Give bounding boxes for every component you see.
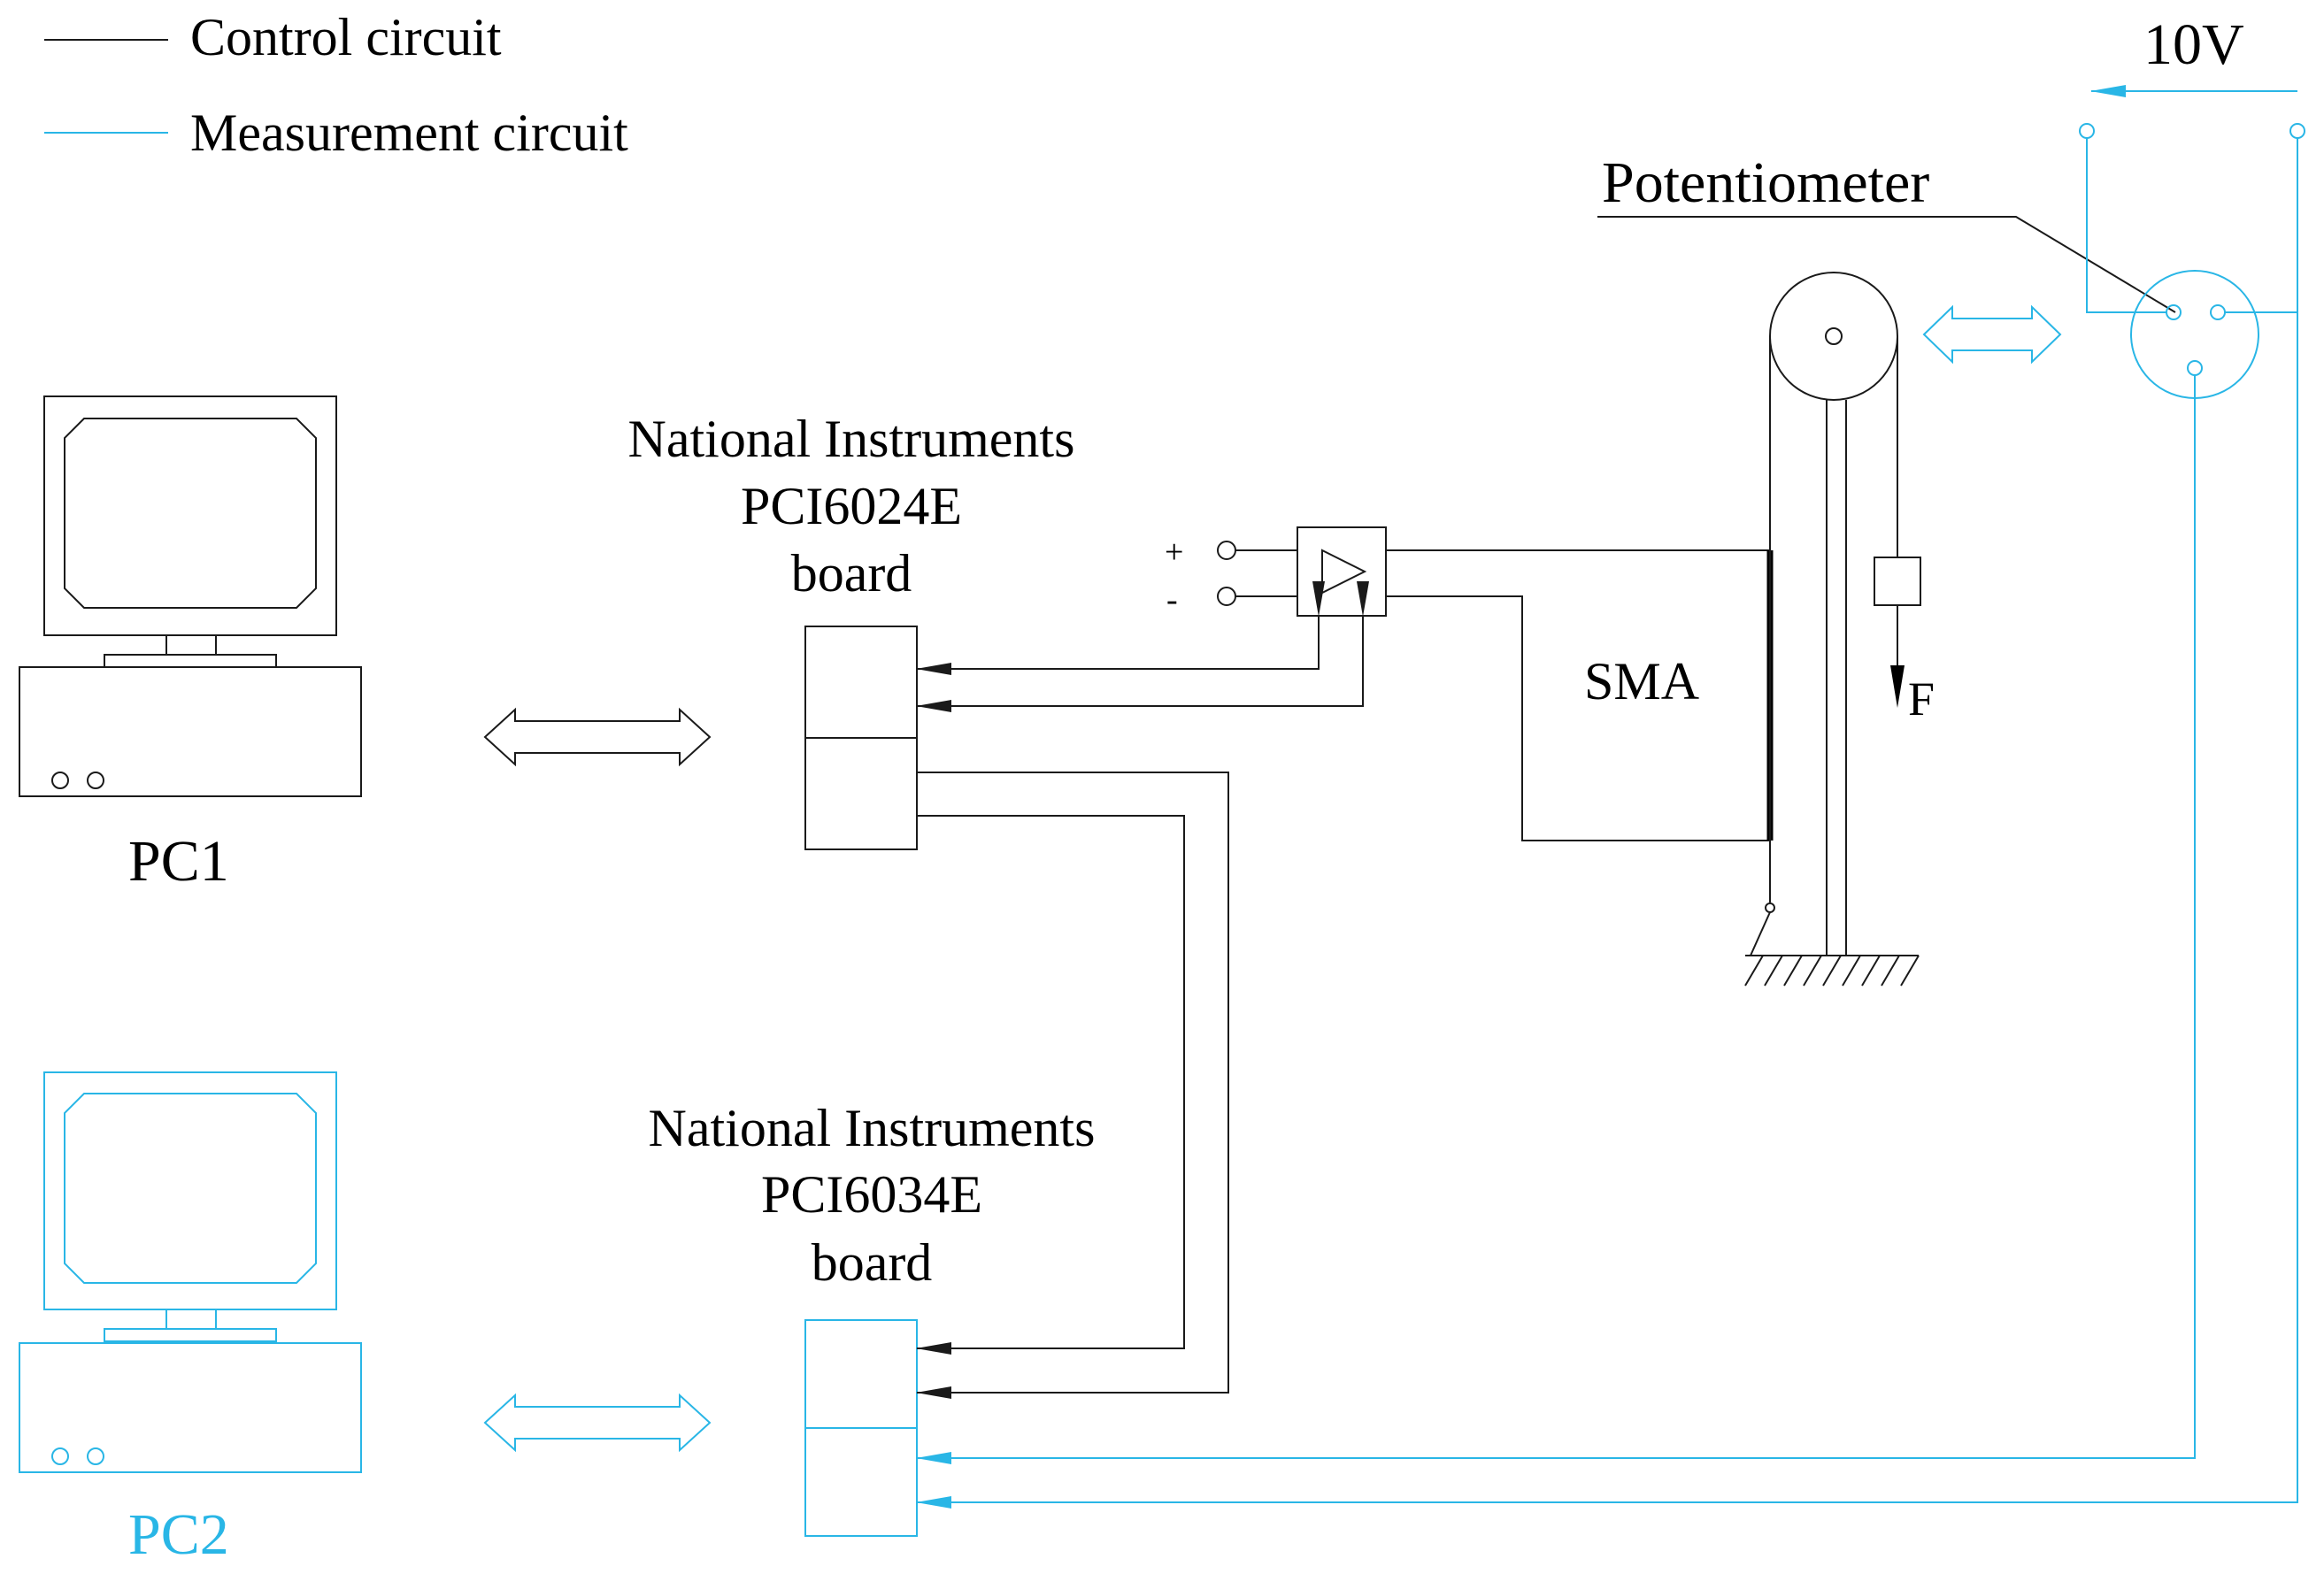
sma-label: SMA <box>1584 652 1699 710</box>
pulley-pot-double-arrow-icon <box>1922 304 2062 365</box>
board1-title-line3: board <box>791 544 912 603</box>
pc2-button-icon <box>51 1447 69 1465</box>
pc1-neck <box>165 634 217 656</box>
force-arrow-icon <box>1890 665 1905 708</box>
board2-box <box>804 1319 918 1537</box>
board2-title-line1: National Instruments <box>649 1099 1096 1157</box>
pc1-monitor <box>43 395 337 636</box>
amplifier-triangle-icon <box>1321 549 1367 595</box>
weight-icon <box>1874 557 1921 606</box>
ground-hatch-icon <box>1744 955 1920 987</box>
input-plus-label: + <box>1165 534 1183 571</box>
legend-control-label: Control circuit <box>190 8 502 66</box>
legend: Control circuit Measurement circuit <box>44 8 628 162</box>
pulley-icon <box>1769 272 1898 401</box>
voltage-label: 10V <box>2143 12 2244 77</box>
pulley-axle-icon <box>1825 327 1843 345</box>
pc1-button-icon <box>87 772 104 789</box>
control-wires-board1-amp <box>916 581 1369 712</box>
legend-measurement-label: Measurement circuit <box>190 104 628 162</box>
input-terminals <box>1217 541 1297 606</box>
pc2-computer <box>19 1071 362 1473</box>
pc1-button-icon <box>51 772 69 789</box>
board1-title-line1: National Instruments <box>628 410 1075 468</box>
pc1-screen <box>64 418 317 609</box>
potentiometer-label: Potentiometer <box>1602 150 1929 215</box>
amplifier <box>1297 526 1387 617</box>
potentiometer-pin-icon <box>2166 304 2182 320</box>
pc2-button-icon <box>87 1447 104 1465</box>
board2-title-line3: board <box>812 1233 933 1292</box>
pivot-icon <box>1765 902 1775 913</box>
pc2-neck <box>165 1309 217 1330</box>
potentiometer-leader <box>1597 216 2176 313</box>
pc1-stand <box>104 654 277 668</box>
pc2-label: PC2 <box>128 1502 229 1567</box>
board2-title-line2: PCI6034E <box>761 1165 982 1224</box>
pc1-double-arrow-icon <box>483 707 712 767</box>
pc1-label: PC1 <box>128 829 229 894</box>
input-minus-label: - <box>1166 581 1178 618</box>
pc2-monitor <box>43 1071 337 1310</box>
control-wires-amp-sma <box>1386 549 1770 841</box>
support-triangle-icon <box>1749 911 1789 956</box>
force-label: F <box>1908 672 1935 726</box>
potentiometer-pin-icon <box>2187 360 2203 376</box>
supply-terminal-icon <box>2289 123 2305 139</box>
voltage-supply <box>2079 85 2305 313</box>
control-wires-board1-board2 <box>916 772 1229 1399</box>
potentiometer-pin-icon <box>2210 304 2226 320</box>
pc2-screen <box>64 1093 317 1284</box>
board1-box <box>804 626 918 850</box>
pc2-double-arrow-icon <box>483 1393 712 1453</box>
pc1-computer <box>19 395 362 797</box>
pc2-stand <box>104 1328 277 1342</box>
pc2-case <box>19 1342 362 1473</box>
terminal-plus-icon <box>1217 541 1236 560</box>
supply-terminal-icon <box>2079 123 2095 139</box>
measurement-wires <box>916 312 2298 1509</box>
terminal-minus-icon <box>1217 587 1236 606</box>
pc1-case <box>19 666 362 797</box>
board1-title-line2: PCI6024E <box>741 477 962 535</box>
pulley-mechanism <box>1744 272 1921 987</box>
